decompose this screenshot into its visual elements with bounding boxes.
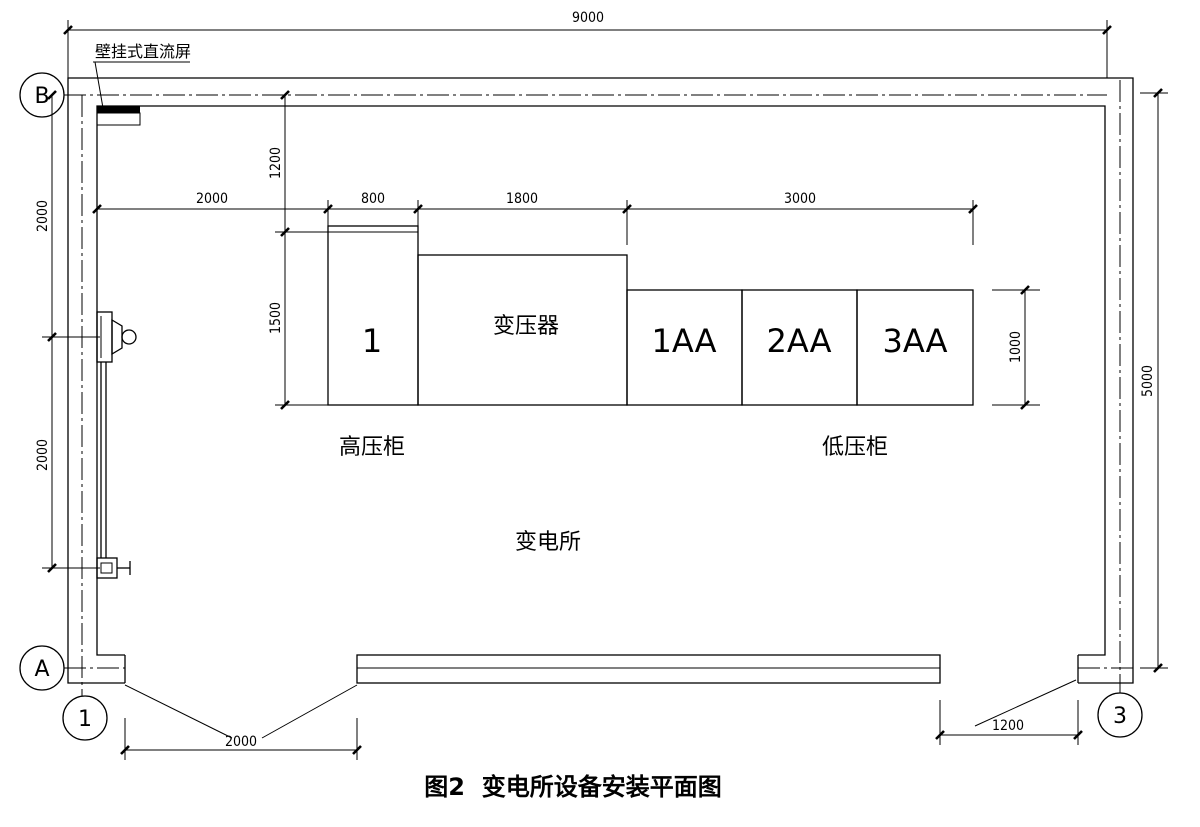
dimension-tick [47, 90, 57, 100]
grid-label-a: A [34, 657, 49, 682]
dimension-tick [280, 400, 290, 410]
wall-bottom-middle [356, 654, 941, 684]
dimension-tick [352, 745, 362, 755]
dc-screen-front [96, 112, 141, 126]
lv-cabinet-3aa-box [856, 289, 974, 406]
dimension-text: 9000 [572, 10, 604, 26]
dimension-tick [413, 204, 423, 214]
hv-cabinet-label: 高压柜 [339, 435, 405, 460]
dimension-text: 1500 [268, 302, 284, 334]
dimension-lv-cabinet-depth: 1000 [992, 289, 1040, 406]
grid-bubble-circle [19, 72, 65, 118]
dimension-overall-width: 9000 [67, 10, 1108, 78]
lv-cabinet-3aa-label: 3AA [882, 322, 947, 360]
dimension-tick [1102, 25, 1112, 35]
dimension-equipment-widths: 2000 800 1800 3000 [97, 191, 974, 255]
left-wall-fixtures [96, 311, 137, 579]
dimension-door-right: 1200 [939, 679, 1079, 745]
dimension-ticks [47, 25, 1163, 755]
dimension-text: 800 [361, 191, 385, 207]
dc-screen-leader [94, 61, 104, 109]
dimension-text: 3000 [784, 191, 816, 207]
dimension-tick [1020, 400, 1030, 410]
grid-bubble-b: B [19, 72, 65, 118]
lamp-icon [121, 329, 137, 345]
lv-cabinet-label: 低压柜 [822, 435, 888, 460]
dimension-tick [1073, 730, 1083, 740]
dimension-text: 1800 [506, 191, 538, 207]
dimension-tick [63, 25, 73, 35]
grid-bubble-circle [1097, 692, 1143, 738]
dimension-tick [280, 227, 290, 237]
wall-panel-cover [111, 318, 123, 356]
dimension-tick [47, 563, 57, 573]
dimension-left-side: 2000 2000 [35, 95, 100, 569]
dimension-text: 1000 [1008, 331, 1024, 363]
dimension-tick [120, 745, 130, 755]
dimension-equipment-depths: 1200 1500 [268, 95, 328, 406]
dimension-tick [622, 204, 632, 214]
wall-inner-edge [96, 105, 1106, 656]
door-leader-line [124, 684, 233, 739]
dimension-text: 2000 [35, 439, 51, 471]
grid-label-3: 3 [1113, 704, 1127, 729]
dimension-tick [1153, 663, 1163, 673]
dc-screen: 壁挂式直流屏 [93, 42, 191, 126]
dimension-text: 2000 [35, 200, 51, 232]
transformer-label: 变压器 [493, 314, 559, 339]
equipment-row: 1 变压器 1AA 2AA 3AA [327, 225, 974, 406]
grid-label-1: 1 [78, 707, 92, 732]
dimension-text: 1200 [992, 718, 1024, 734]
dimension-tick [968, 204, 978, 214]
door-leader-line [261, 684, 358, 739]
room-label: 变电所 [515, 530, 581, 555]
drawing-caption: 图2 变电所设备安装平面图 [424, 773, 721, 801]
hv-cabinet-box [327, 225, 419, 406]
hv-cabinet-number: 1 [362, 322, 382, 360]
dimension-door-left: 2000 [124, 684, 358, 760]
dimension-text: 2000 [196, 191, 228, 207]
dimension-tick [280, 90, 290, 100]
axis-lines [64, 80, 1133, 696]
dc-screen-body [97, 106, 140, 113]
dimension-tick [47, 332, 57, 342]
dimension-tick [1020, 285, 1030, 295]
switch-box-detail [100, 562, 113, 574]
dimension-text: 2000 [225, 734, 257, 750]
grid-label-b: B [34, 84, 49, 109]
dimension-text: 5000 [1140, 365, 1156, 397]
grid-bubble-1: 1 [62, 695, 108, 741]
grid-bubble-a: A [19, 645, 65, 691]
grid-bubble-circle [62, 695, 108, 741]
grid-bubble-circle [19, 645, 65, 691]
dimension-tick [935, 730, 945, 740]
dimension-overall-depth: 5000 [1140, 92, 1168, 669]
dc-screen-label: 壁挂式直流屏 [95, 42, 191, 61]
lv-cabinet-2aa-label: 2AA [766, 322, 831, 360]
lv-cabinet-1aa-label: 1AA [651, 322, 716, 360]
walls [67, 77, 1134, 684]
grid-bubble-3: 3 [1097, 692, 1143, 738]
door-leader-line [974, 679, 1077, 727]
dimension-text: 1200 [268, 147, 284, 179]
dimension-tick [323, 204, 333, 214]
wall-outer-edge [67, 77, 1134, 684]
dimension-tick [1153, 88, 1163, 98]
dimension-tick [92, 204, 102, 214]
